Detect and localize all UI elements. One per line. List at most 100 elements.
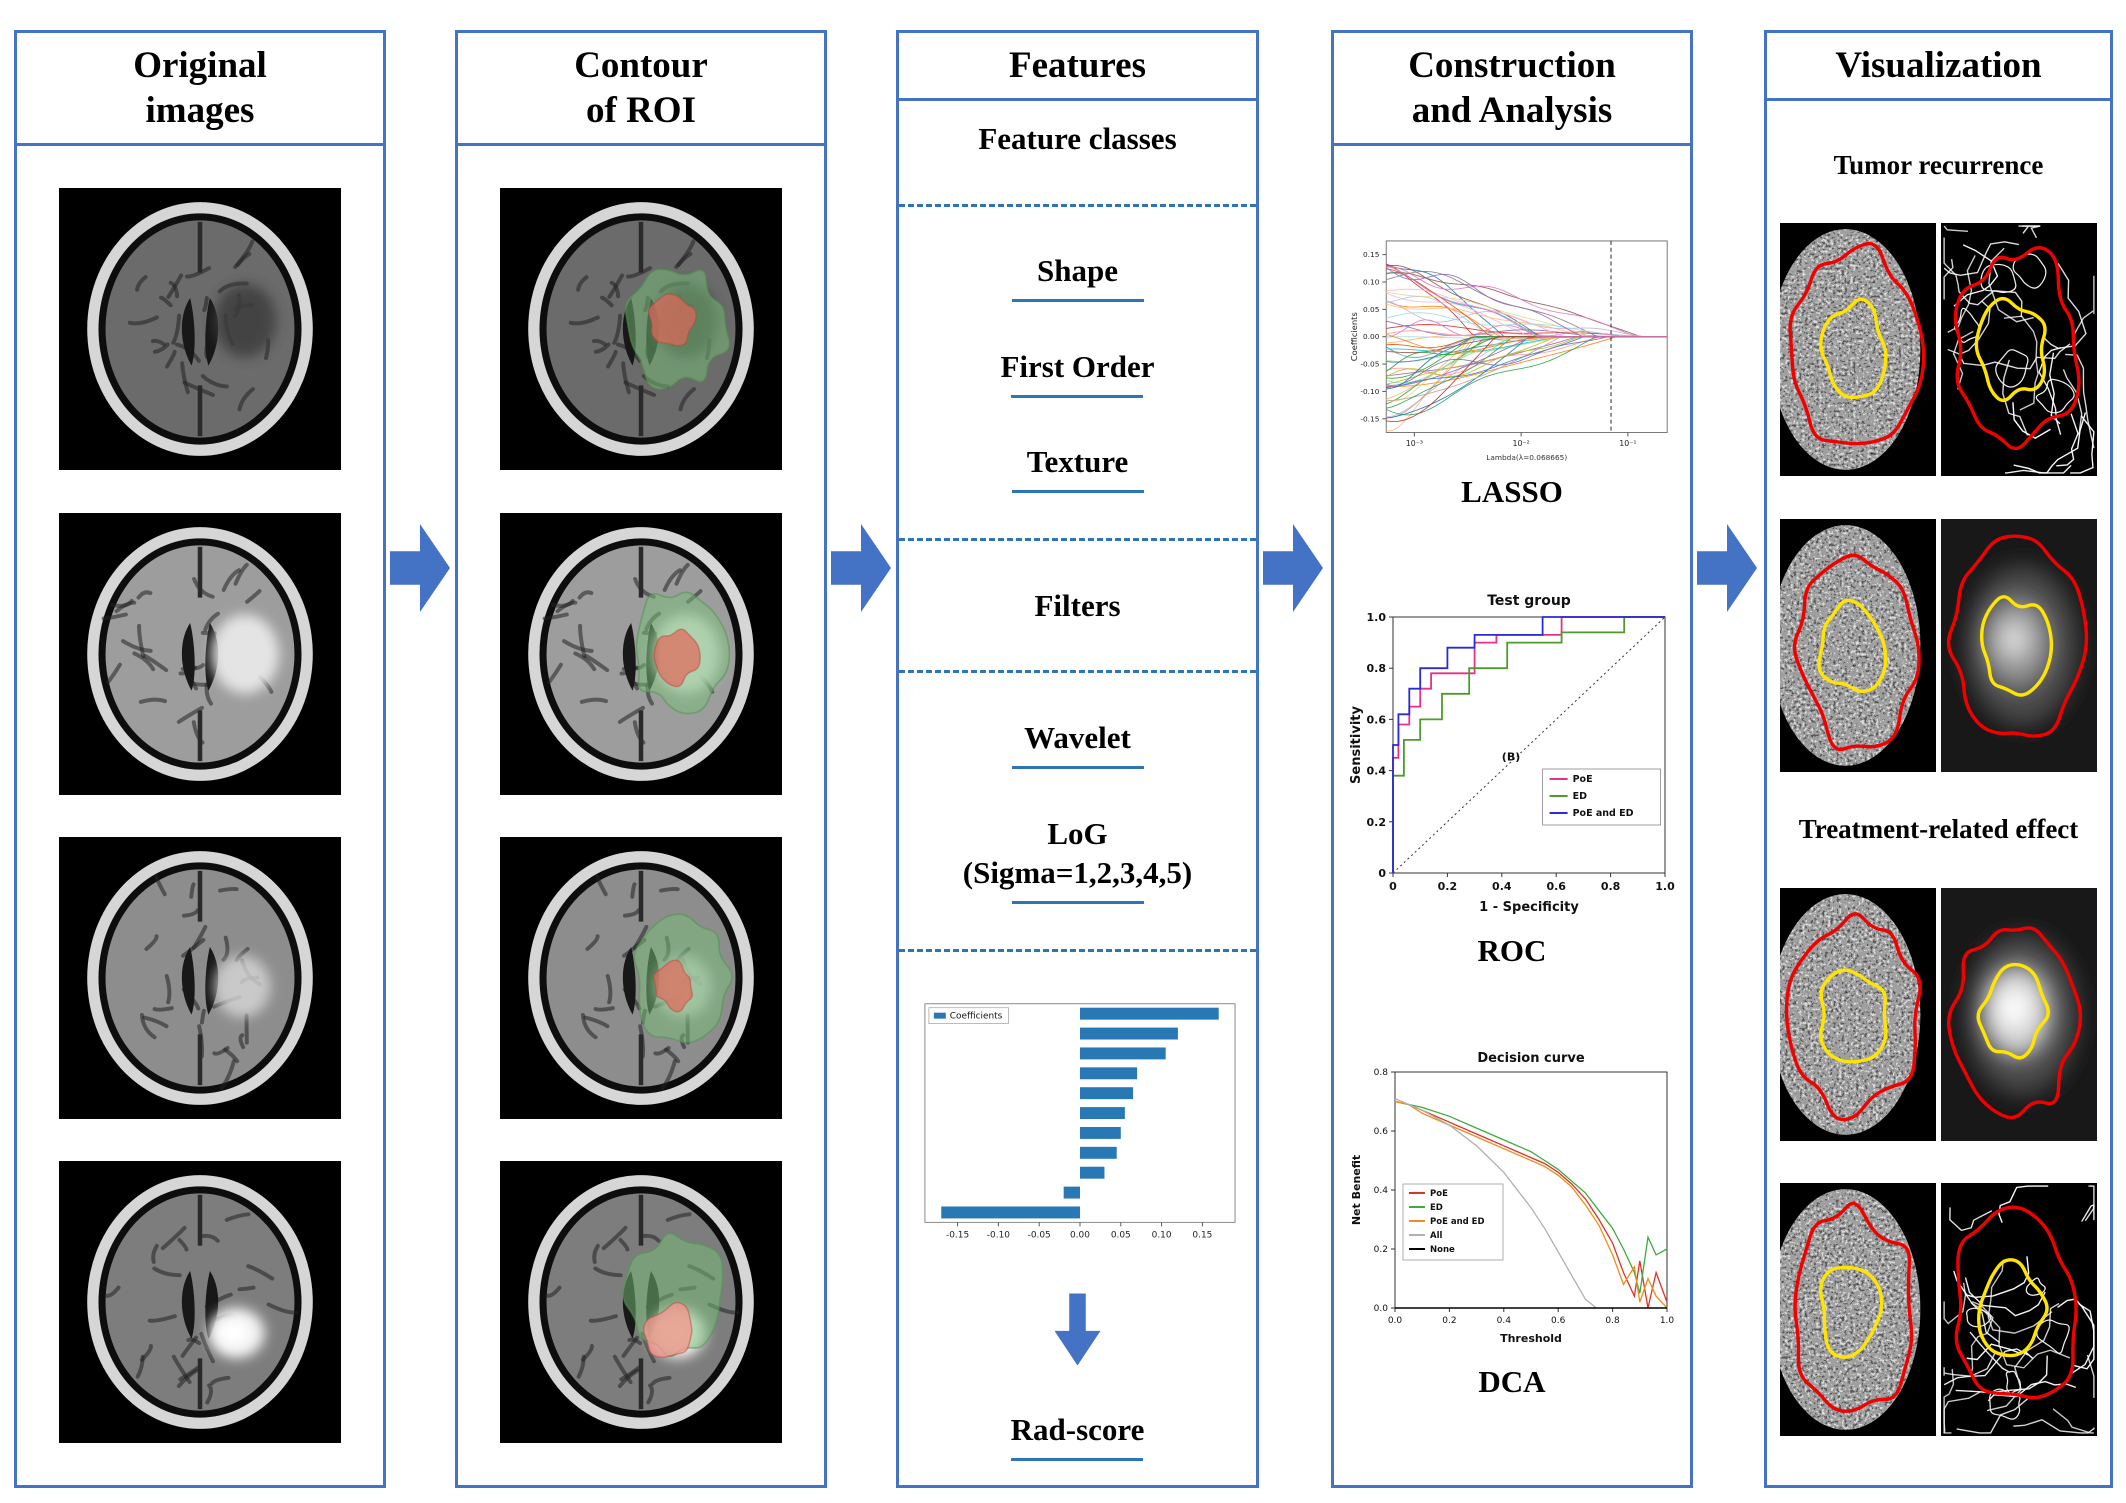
underline (1011, 299, 1144, 303)
svg-text:0.4: 0.4 (1367, 765, 1387, 778)
svg-text:ED: ED (1430, 1203, 1443, 1213)
roi-contrast-image (500, 1160, 782, 1443)
svg-text:0.2: 0.2 (1442, 1316, 1456, 1326)
svg-text:0: 0 (1389, 880, 1397, 893)
edge-map-image (1941, 223, 2097, 477)
svg-text:PoE: PoE (1573, 774, 1593, 785)
svg-text:0: 0 (1378, 867, 1386, 880)
brain-roi-graphic (500, 188, 782, 471)
svg-text:Test group: Test group (1487, 593, 1571, 609)
svg-text:-0.10: -0.10 (986, 1230, 1009, 1240)
brain-mri-graphic (59, 188, 341, 471)
svg-text:1.0: 1.0 (1367, 611, 1387, 624)
filter-log: LoG (Sigma=1,2,3,4,5) (962, 814, 1193, 904)
underline (1011, 394, 1144, 398)
dashed-divider (899, 670, 1256, 674)
svg-text:0.10: 0.10 (1363, 278, 1380, 287)
column-title-original-images: Original images (17, 33, 383, 147)
svg-text:0.0: 0.0 (1374, 1304, 1389, 1314)
edge-map-image (1941, 1183, 2097, 1437)
shape-text: Shape (1037, 253, 1118, 289)
roi-t2-image (500, 836, 782, 1119)
brain-roi-graphic (500, 836, 782, 1119)
svg-text:Decision curve: Decision curve (1477, 1051, 1585, 1066)
brain-mri-graphic (59, 836, 341, 1119)
filters-header: Filters (1034, 586, 1120, 626)
log-sigma-text: (Sigma=1,2,3,4,5) (962, 855, 1193, 891)
column-title-visualization: Visualization (1767, 33, 2110, 102)
svg-text:PoE: PoE (1430, 1189, 1448, 1199)
svg-text:1 - Specificity: 1 - Specificity (1479, 900, 1579, 915)
wavelet-text: Wavelet (1024, 720, 1131, 756)
column-title-features: Features (899, 33, 1256, 102)
svg-text:Lambda(λ=0.068665): Lambda(λ=0.068665) (1486, 453, 1567, 462)
svg-text:1.0: 1.0 (1655, 880, 1675, 893)
svg-text:Sensitivity: Sensitivity (1349, 706, 1364, 784)
brain-mri-graphic (59, 512, 341, 795)
feature-first-order: First Order (1000, 347, 1155, 398)
svg-text:10⁻³: 10⁻³ (1406, 439, 1423, 448)
treatment-effect-label: Treatment-related effect (1798, 814, 2079, 845)
svg-text:0.6: 0.6 (1546, 880, 1566, 893)
svg-text:0.8: 0.8 (1605, 1316, 1620, 1326)
flow-arrow-2 (831, 524, 891, 612)
roi-images-stack (458, 146, 824, 1485)
brain-roi-graphic (500, 512, 782, 795)
svg-text:10⁻²: 10⁻² (1512, 439, 1529, 448)
feature-shape: Shape (1011, 251, 1144, 303)
svg-text:-0.15: -0.15 (946, 1230, 969, 1240)
texture-map-image (1780, 223, 1936, 477)
title-line: Features (1009, 45, 1146, 86)
texture-text: Texture (1026, 444, 1129, 480)
svg-text:10⁻¹: 10⁻¹ (1619, 439, 1636, 448)
svg-text:1.0: 1.0 (1660, 1316, 1675, 1326)
texture-map-image (1780, 518, 1936, 772)
column-contour-roi: Contour of ROI (455, 30, 827, 1488)
underline (1011, 1457, 1144, 1461)
svg-text:0.6: 0.6 (1551, 1316, 1566, 1326)
svg-text:-0.10: -0.10 (1360, 387, 1379, 396)
svg-text:(B): (B) (1502, 750, 1520, 763)
roc-caption: ROC (1477, 933, 1547, 969)
svg-text:0.05: 0.05 (1110, 1230, 1130, 1240)
underline (1011, 490, 1144, 494)
svg-text:Coefficients: Coefficients (1349, 312, 1359, 361)
svg-text:0.00: 0.00 (1070, 1230, 1090, 1240)
tumor-recurrence-label: Tumor recurrence (1833, 149, 2044, 180)
brain-roi-graphic (500, 1160, 782, 1443)
svg-text:0.4: 0.4 (1492, 880, 1512, 893)
mri-t2-image (59, 836, 341, 1119)
svg-text:Coefficients: Coefficients (949, 1011, 1002, 1021)
svg-text:-0.15: -0.15 (1360, 414, 1379, 423)
tumor-recurrence-pair-1 (1780, 223, 2097, 477)
dashed-divider (899, 948, 1256, 952)
mri-t1-image (59, 188, 341, 471)
svg-text:0.2: 0.2 (1438, 880, 1458, 893)
svg-text:-0.05: -0.05 (1360, 360, 1379, 369)
svg-text:0.8: 0.8 (1374, 1068, 1389, 1078)
heat-map-image (1941, 887, 2097, 1141)
tumor-recurrence-pair-2 (1780, 518, 2097, 772)
lasso-caption: LASSO (1461, 474, 1563, 510)
rad-score: Rad-score (1010, 1410, 1145, 1461)
svg-text:0.10: 0.10 (1151, 1230, 1171, 1240)
column-original-images: Original images (14, 30, 386, 1488)
svg-text:Net Benefit: Net Benefit (1350, 1155, 1363, 1225)
svg-text:0.05: 0.05 (1363, 305, 1380, 314)
svg-text:0.2: 0.2 (1367, 816, 1387, 829)
title-line: of ROI (586, 90, 696, 132)
original-images-stack (17, 146, 383, 1485)
rad-score-text: Rad-score (1010, 1412, 1145, 1448)
svg-text:0.6: 0.6 (1374, 1127, 1389, 1137)
down-arrow (1054, 1293, 1101, 1366)
svg-text:0.6: 0.6 (1367, 714, 1387, 727)
flow-arrow-3 (1263, 524, 1323, 612)
log-text: LoG (1047, 815, 1108, 851)
svg-text:PoE and ED: PoE and ED (1573, 808, 1634, 819)
feature-classes-text: Feature classes (978, 121, 1177, 157)
title-line: images (145, 90, 255, 132)
